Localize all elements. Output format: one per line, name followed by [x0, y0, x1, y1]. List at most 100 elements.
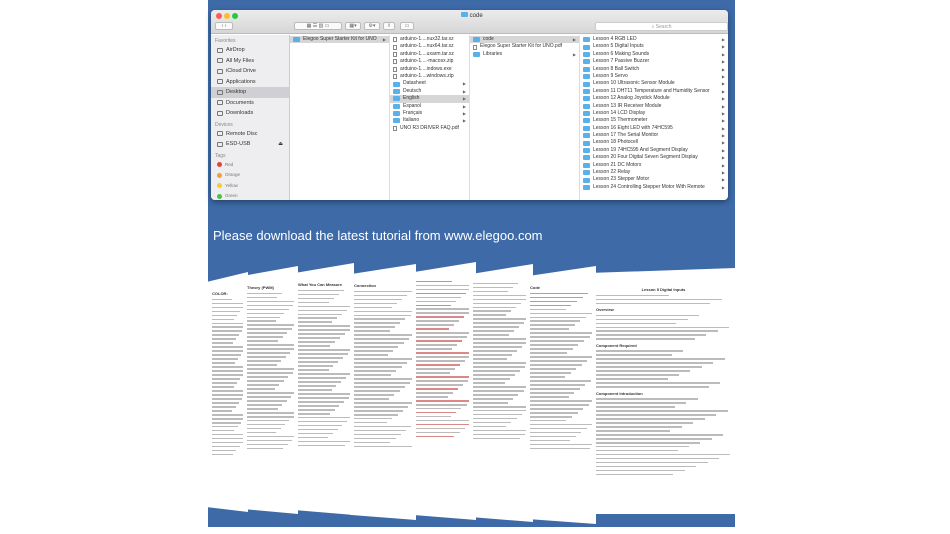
sidebar-tag-orange[interactable]: Orange	[211, 170, 289, 181]
list-item[interactable]: Lesson 4 RGB LED▶	[580, 36, 728, 43]
list-item[interactable]: UNO R3 DRIVER FAQ.pdf	[390, 125, 469, 132]
folder-icon	[293, 37, 300, 43]
text-line	[473, 426, 507, 428]
list-item[interactable]: Lesson 12 Analog Joystick Module▶	[580, 95, 728, 102]
list-item[interactable]: Lesson 20 Four Digital Seven Segment Dis…	[580, 154, 728, 161]
text-line	[298, 325, 354, 327]
sidebar-tag-green[interactable]: Green	[211, 191, 289, 200]
list-item[interactable]: Deutsch▶	[390, 88, 469, 95]
gear-icon[interactable]: ⚙▾	[364, 22, 380, 30]
list-item[interactable]: arduino-1....nux32.tar.xz	[390, 36, 469, 43]
sidebar-item-esd-usb[interactable]: ESD-USB⏏	[211, 139, 289, 150]
text-line	[212, 450, 237, 452]
text-line	[530, 447, 591, 450]
text-line	[530, 376, 565, 378]
text-line	[416, 388, 459, 390]
list-item[interactable]: code▶	[470, 36, 579, 44]
text-line	[416, 432, 460, 434]
list-item[interactable]: Elegoo Super Starter Kit for UNO.pdf	[470, 43, 579, 50]
list-item[interactable]: Lesson 16 Eight LED with 74HC595▶	[580, 125, 728, 132]
list-item[interactable]: Libraries▶	[470, 51, 579, 58]
list-item[interactable]: arduino-1....indows.exe	[390, 66, 469, 73]
text-line	[298, 305, 352, 307]
sidebar-item-applications[interactable]: Applications	[211, 77, 289, 88]
sidebar-item-label: AirDrop	[226, 47, 245, 53]
zoom-button[interactable]	[232, 13, 238, 19]
list-item[interactable]: Lesson 11 DHT11 Temperature and Humidity…	[580, 88, 728, 95]
share-icon[interactable]: ⇧	[383, 22, 395, 30]
list-item[interactable]: Lesson 21 DC Motors▶	[580, 162, 728, 169]
sidebar-item-label: All My Files	[226, 57, 255, 64]
minimize-button[interactable]	[224, 13, 230, 19]
folder-icon	[583, 118, 590, 124]
text-line	[596, 430, 671, 432]
text-line	[596, 470, 685, 472]
text-line	[596, 318, 688, 320]
list-item[interactable]: Lesson 13 IR Receiver Module▶	[580, 103, 728, 110]
text-line	[212, 438, 246, 440]
list-item[interactable]: Lesson 9 Servo▶	[580, 73, 728, 80]
list-item[interactable]: arduino-1....-macosx.zip	[390, 58, 469, 65]
text-line	[596, 370, 691, 372]
tutorial-page: Connection	[350, 264, 416, 520]
list-item[interactable]: arduino-1....windows.zip	[390, 73, 469, 80]
eject-icon[interactable]: ⏏	[278, 141, 283, 147]
text-line	[416, 284, 476, 286]
text-line	[298, 321, 333, 323]
back-forward-button[interactable]: ‹ ›	[215, 22, 233, 30]
title-bar: ‹ › ▦ ☰ ▥ ▭ ▦▾ ⚙▾ ⇧ ▭ code ⌕ Search	[211, 10, 728, 34]
sidebar-item-label: Documents	[226, 99, 254, 106]
list-item[interactable]: Lesson 10 Ultrasonic Sensor Module▶	[580, 80, 728, 87]
list-item[interactable]: Lesson 18 Photocell▶	[580, 139, 728, 146]
sidebar-item-all-my-files[interactable]: All My Files	[211, 56, 289, 67]
list-item[interactable]: Lesson 19 74HC595 And Segment Display▶	[580, 147, 728, 154]
folder-icon	[393, 111, 400, 117]
sidebar-item-icloud-drive[interactable]: iCloud Drive	[211, 66, 289, 77]
sidebar-item-documents[interactable]: Documents	[211, 98, 289, 109]
sidebar-item-downloads[interactable]: Downloads	[211, 108, 289, 119]
arrange-button[interactable]: ▦▾	[345, 22, 361, 30]
text-line	[354, 306, 392, 308]
close-button[interactable]	[216, 13, 222, 19]
text-line	[416, 340, 463, 342]
list-item[interactable]: Lesson 17 The Serial Monitor▶	[580, 132, 728, 139]
search-input[interactable]: ⌕ Search	[595, 22, 728, 31]
list-item[interactable]: Français▶	[390, 110, 469, 117]
folder-icon	[583, 111, 590, 117]
list-item[interactable]: arduino-1....nux64.tar.xz	[390, 43, 469, 50]
sidebar-item-desktop[interactable]: Desktop	[211, 87, 289, 98]
text-line	[298, 345, 331, 347]
sidebar-item-airdrop[interactable]: AirDrop	[211, 45, 289, 56]
list-item[interactable]: Elegoo Super Starter Kit for UNO▶	[290, 36, 389, 44]
list-item[interactable]: Italiano▶	[390, 117, 469, 124]
tag-icon[interactable]: ▭	[400, 22, 414, 30]
list-item[interactable]: Lesson 15 Thermometer▶	[580, 117, 728, 124]
text-line	[354, 310, 416, 312]
list-item[interactable]: Datasheet▶	[390, 80, 469, 87]
list-item[interactable]: Lesson 8 Ball Switch▶	[580, 66, 728, 73]
list-item[interactable]: Lesson 5 Digital Inputs▶	[580, 43, 728, 50]
text-line	[298, 421, 348, 423]
text-line	[596, 414, 717, 416]
text-line	[298, 397, 349, 399]
list-item[interactable]: Lesson 14 LCD Display▶	[580, 110, 728, 117]
list-item[interactable]: arduino-1....uxarm.tar.xz	[390, 51, 469, 58]
item-name: arduino-1....uxarm.tar.xz	[400, 50, 454, 57]
list-item[interactable]: Lesson 6 Making Sounds▶	[580, 51, 728, 58]
list-item[interactable]: Lesson 24 Controlling Stepper Motor With…	[580, 184, 728, 191]
text-line	[298, 433, 333, 435]
list-item[interactable]: Lesson 23 Stepper Motor▶	[580, 176, 728, 183]
text-line	[247, 396, 291, 398]
text-line	[247, 436, 297, 438]
list-item[interactable]: English▶	[390, 95, 469, 103]
text-line	[247, 336, 283, 338]
sidebar-tag-red[interactable]: Red	[211, 160, 289, 171]
list-item[interactable]: Lesson 22 Relay▶	[580, 169, 728, 176]
sidebar-tag-yellow[interactable]: Yellow	[211, 181, 289, 192]
view-mode-buttons[interactable]: ▦ ☰ ▥ ▭	[294, 22, 342, 30]
list-item[interactable]: Lesson 7 Passive Buzzer▶	[580, 58, 728, 65]
item-name: Lesson 6 Making Sounds	[593, 50, 650, 57]
folder-icon	[583, 162, 590, 168]
list-item[interactable]: Espanol▶	[390, 103, 469, 110]
sidebar-item-remote-disc[interactable]: Remote Disc	[211, 129, 289, 140]
